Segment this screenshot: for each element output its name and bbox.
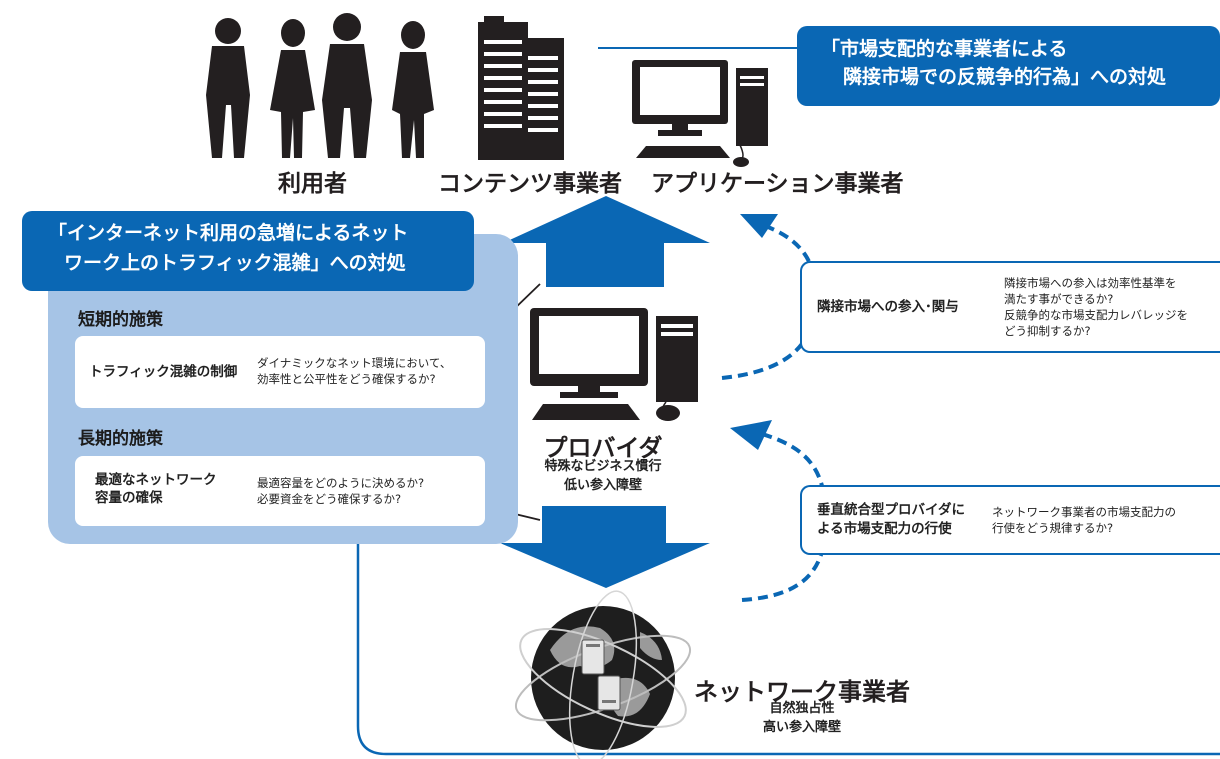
application-computer-icon <box>632 60 768 167</box>
building-icon <box>478 16 564 160</box>
dashed-arrow-lower-head <box>730 420 772 450</box>
callout-congestion-line-1: 「インターネット利用の急増によるネット <box>48 222 409 244</box>
adjacent-market-desc-2: 満たす事ができるか? <box>1004 292 1114 306</box>
network-operator-label: ネットワーク事業者 <box>694 678 910 706</box>
frame-line <box>356 520 1220 756</box>
callout-anticompetitive-line-1: 「市場支配的な事業者による <box>821 38 1068 60</box>
down-arrow <box>500 506 710 588</box>
short-term-heading: 短期的施策 <box>78 310 163 330</box>
adjacent-market-card: 隣接市場への参入･関与 隣接市場への参入は効率性基準を 満たす事ができるか? 反… <box>800 261 1220 353</box>
long-term-heading: 長期的施策 <box>78 429 163 449</box>
provider-sub-2: 低い参入障壁 <box>563 478 642 493</box>
up-arrow <box>503 196 710 287</box>
long-term-title-2: 容量の確保 <box>95 490 163 506</box>
adjacent-market-desc-4: どう抑制するか? <box>1004 324 1091 338</box>
long-term-desc-1: 最適容量をどのように決めるか? <box>257 476 425 490</box>
callout-anticompetitive-line-2: 隣接市場での反競争的行為」への対処 <box>843 66 1167 88</box>
network-sub-2: 高い参入障壁 <box>762 720 841 735</box>
network-sub-1: 自然独占性 <box>769 701 835 716</box>
vertical-integration-title-2: よる市場支配力の行使 <box>817 521 952 537</box>
dashed-arrow-upper-head <box>740 214 778 238</box>
provider-label: プロバイダ <box>543 434 663 462</box>
users-label: 利用者 <box>278 171 347 197</box>
application-provider-label: アプリケーション事業者 <box>651 171 904 197</box>
vertical-integration-desc-1: ネットワーク事業者の市場支配力の <box>992 505 1176 519</box>
long-term-card: 最適なネットワーク 容量の確保 最適容量をどのように決めるか? 必要資金をどう確… <box>75 456 485 526</box>
content-provider-label: コンテンツ事業者 <box>438 171 622 197</box>
long-term-title-1: 最適なネットワーク <box>95 472 217 488</box>
short-term-desc-1: ダイナミックなネット環境において、 <box>257 356 452 370</box>
globe-icon <box>514 590 692 759</box>
users-icon <box>206 13 434 158</box>
vertical-integration-desc-2: 行使をどう規律するか? <box>992 521 1114 535</box>
adjacent-market-desc-3: 反競争的な市場支配力レバレッジを <box>1004 308 1188 322</box>
adjacent-market-title: 隣接市場への参入･関与 <box>817 299 959 315</box>
provider-computer-icon <box>530 308 698 421</box>
short-term-title: トラフィック混雑の制御 <box>89 364 238 380</box>
long-term-desc-2: 必要資金をどう確保するか? <box>257 492 402 506</box>
adjacent-market-desc-1: 隣接市場への参入は効率性基準を <box>1004 276 1177 290</box>
vertical-integration-title-1: 垂直統合型プロバイダに <box>817 502 965 518</box>
callout-anticompetitive: 「市場支配的な事業者による 隣接市場での反競争的行為」への対処 <box>797 26 1220 106</box>
provider-sub-1: 特殊なビジネス慣行 <box>544 459 662 474</box>
vertical-integration-card: 垂直統合型プロバイダに よる市場支配力の行使 ネットワーク事業者の市場支配力の … <box>800 485 1220 555</box>
callout-congestion-line-2: ワーク上のトラフィック混雑」への対処 <box>64 252 406 274</box>
short-term-card: トラフィック混雑の制御 ダイナミックなネット環境において、 効率性と公平性をどう… <box>75 336 485 408</box>
callout-congestion: 「インターネット利用の急増によるネット ワーク上のトラフィック混雑」への対処 <box>22 211 474 291</box>
short-term-desc-2: 効率性と公平性をどう確保するか? <box>257 372 436 386</box>
